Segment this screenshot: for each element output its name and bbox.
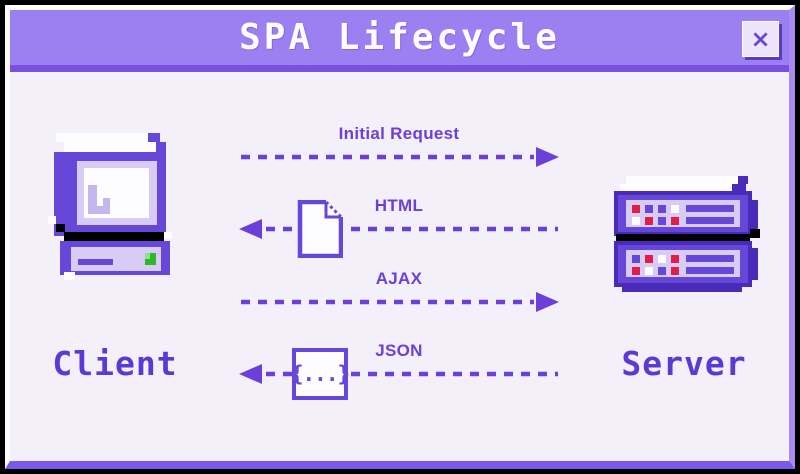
- code-braces-icon: {...}: [290, 348, 350, 400]
- window-title: SPA Lifecycle: [239, 17, 560, 58]
- server-rack-icon: [614, 176, 760, 292]
- message-label-initial-request: Initial Request: [338, 124, 460, 143]
- close-icon: ×: [750, 25, 771, 53]
- app-window: SPA Lifecycle ×: [5, 5, 795, 469]
- message-label-json: JSON: [375, 341, 423, 360]
- json-braces-text: {...}: [290, 362, 350, 386]
- arrow-left-json: [239, 364, 558, 384]
- retro-computer-icon: [48, 133, 172, 280]
- close-button[interactable]: ×: [742, 21, 779, 57]
- document-icon: [297, 199, 344, 263]
- arrow-left-html: [239, 219, 558, 239]
- message-label-ajax: AJAX: [375, 269, 423, 288]
- arrow-right-ajax: [241, 292, 559, 312]
- titlebar: SPA Lifecycle ×: [10, 10, 789, 72]
- diagram-canvas: Client Server Initial Request HTML AJAX: [10, 72, 789, 452]
- server-label: Server: [621, 344, 747, 383]
- message-label-html: HTML: [374, 196, 424, 215]
- client-label: Client: [52, 344, 178, 383]
- arrow-right-initial-request: [241, 147, 559, 167]
